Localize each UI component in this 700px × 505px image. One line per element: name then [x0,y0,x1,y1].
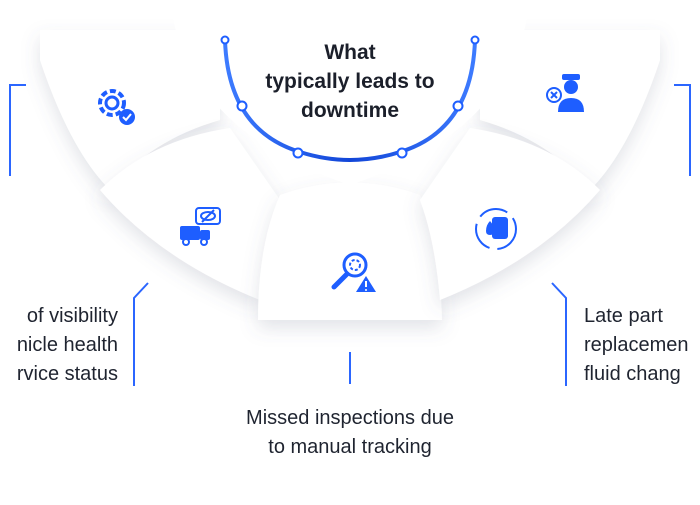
driver-error-icon [546,74,584,112]
label-inspections-line-2: to manual tracking [268,436,432,458]
label-parts-line-1: Late part [584,305,663,327]
magnifier-warning-icon [331,252,376,292]
truck-hidden-eye-icon [180,207,221,246]
center-title-line-2: typically leads to [265,70,435,93]
arc-nodes [220,35,480,159]
label-parts-line-3: fluid chang [584,363,681,385]
gear-wrench-check-icon [98,89,135,125]
fuel-can-cycle-icon [475,208,517,250]
label-visibility-line-2: nicle health [16,334,118,356]
outer-card-mid-left [100,128,280,300]
center-title-line-1: What [324,41,376,64]
label-visibility-line-1: of visibility [26,305,118,327]
outer-card-middle [258,182,442,320]
outer-card-mid-right [420,128,600,300]
connector-lines [9,84,691,386]
center-title-line-3: downtime [301,99,399,122]
center-title: What typically leads to downtime [230,38,470,125]
label-missed-inspections: Missed inspections due to manual trackin… [200,404,500,462]
label-lack-of-visibility: of visibility nicle health rvice status [0,302,118,389]
label-visibility-line-3: rvice status [16,363,118,385]
label-late-part-replacement: Late part replacemen fluid chang [584,302,700,389]
label-parts-line-2: replacemen [584,334,689,356]
label-inspections-line-1: Missed inspections due [246,407,454,429]
